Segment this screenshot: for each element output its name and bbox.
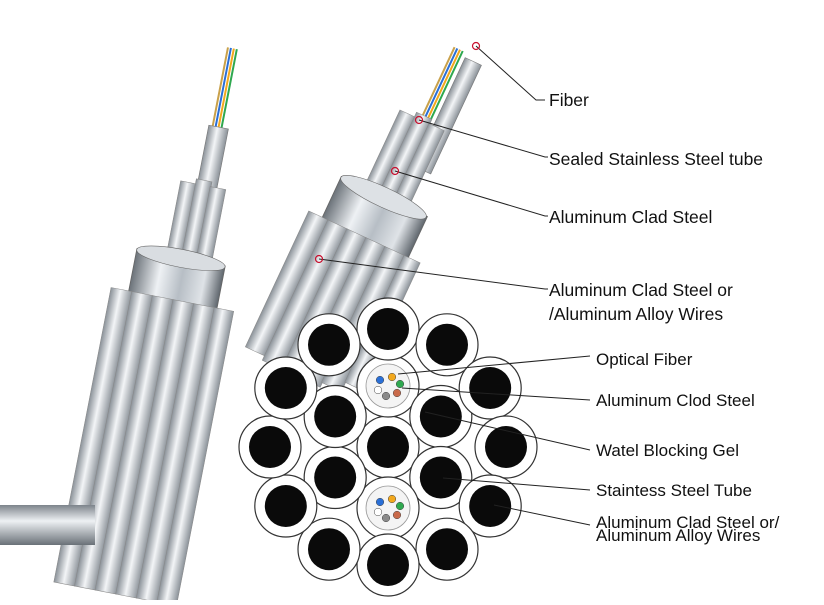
leader-aluminum-clad-steel: [394, 170, 548, 217]
steel-tube-top-fiber: [387, 372, 397, 382]
inner-wire-5-core: [314, 395, 357, 438]
steel-tube-bottom-fiber: [387, 494, 397, 504]
leader-outer-wires-2: [493, 504, 591, 526]
outer-wire-10-core: [264, 367, 307, 409]
label-aluminum-clad-steel: Aluminum Clad Steel: [549, 207, 712, 227]
steel-tube-bottom-fiber: [381, 513, 391, 523]
outer-wire-8-core: [264, 485, 307, 527]
steel-tube-top-fiber: [373, 385, 383, 395]
steel-tube-top-fiber: [392, 388, 402, 398]
upper-leader-dots: [314, 41, 481, 264]
steel-tube-bottom-fiber: [373, 507, 383, 517]
left-outer-wires: [53, 287, 235, 605]
steel-tube-bottom-fiber: [375, 497, 385, 507]
label-optical-fiber: Optical Fiber: [596, 350, 693, 369]
label-outer-wires-2-line2: Aluminum Alloy Wires: [596, 526, 760, 545]
left-cut-face: [136, 245, 226, 271]
steel-tube-bottom-fiber: [395, 501, 405, 511]
outer-wire-0-core: [367, 308, 409, 350]
upper-labels: Fiber Sealed Stainless Steel tube Alumin…: [549, 90, 763, 324]
label-outer-wires-2-line1: Aluminum Clad Steel or/: [596, 513, 780, 532]
inner-wire-2-core: [419, 456, 462, 499]
outer-wire-1-core: [426, 323, 468, 366]
outer-wire-4-core: [469, 485, 512, 527]
inner-wire-4-core: [314, 456, 357, 499]
steel-tube-top-fiber: [381, 391, 391, 401]
outer-wire-7-core: [308, 528, 350, 571]
outer-wire-6-core: [367, 544, 409, 586]
bottom-left-stub: [0, 505, 95, 545]
upper-leaders: [318, 45, 548, 290]
center-wire-core: [367, 426, 409, 468]
outer-wire-3-core: [485, 426, 527, 468]
inner-wire-1-core: [419, 395, 462, 438]
outer-wire-2-core: [469, 367, 512, 409]
label-outer-wires-line1: Aluminum Clad Steel or: [549, 280, 733, 300]
steel-tube-bottom-inner: [365, 485, 411, 531]
label-outer-wires-line2: /Aluminum Alloy Wires: [549, 304, 723, 324]
label-aluminum-clod-steel: Aluminum Clod Steel: [596, 391, 755, 410]
label-water-blocking-gel: Watel Blocking Gel: [596, 441, 739, 460]
lower-leaders: [397, 355, 591, 526]
right-cut-face: [340, 175, 427, 220]
leader-fiber: [475, 45, 545, 101]
leader-stainless-steel-tube: [442, 477, 591, 491]
leader-aluminum-clod-steel: [401, 387, 591, 401]
label-stainless-steel-tube: Staintess Steel Tube: [596, 481, 752, 500]
leader-sealed-tube: [418, 119, 548, 158]
cross-section: [238, 297, 538, 597]
outer-wire-5-core: [426, 528, 468, 571]
label-sealed-tube: Sealed Stainless Steel tube: [549, 149, 763, 169]
leader-water-blocking-gel: [424, 411, 591, 451]
steel-tube-top-fiber: [395, 379, 405, 389]
outer-wire-9-core: [249, 426, 291, 468]
steel-tube-top-fiber: [375, 375, 385, 385]
leader-outer-wires: [318, 258, 548, 290]
left-fiber-strands: [207, 47, 238, 148]
label-fiber: Fiber: [549, 90, 589, 110]
steel-tube-bottom-fiber: [392, 510, 402, 520]
steel-tube-top-inner: [365, 363, 411, 409]
leader-optical-fiber: [397, 355, 591, 375]
outer-wire-11-core: [308, 323, 350, 366]
lower-labels: Optical Fiber Aluminum Clod Steel Watel …: [596, 350, 780, 545]
